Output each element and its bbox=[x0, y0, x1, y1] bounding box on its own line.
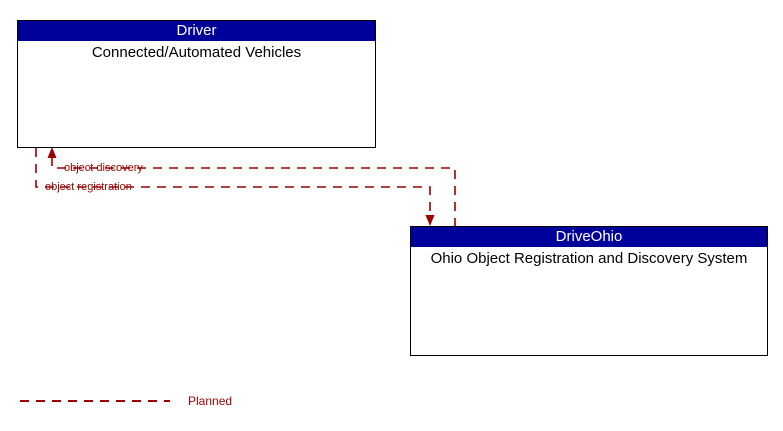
entity-stakeholder-driver: Driver bbox=[18, 21, 375, 41]
legend: Planned bbox=[20, 394, 280, 414]
entity-box-driver[interactable]: Driver Connected/Automated Vehicles bbox=[17, 20, 376, 148]
entity-box-driveohio[interactable]: DriveOhio Ohio Object Registration and D… bbox=[410, 226, 768, 356]
flow-label-object-registration: object registration bbox=[45, 181, 132, 193]
legend-label-planned: Planned bbox=[188, 394, 233, 408]
arrowhead-object-discovery-into-driver bbox=[47, 147, 57, 158]
legend-swatch-planned bbox=[20, 400, 170, 402]
flow-label-object-discovery: object discovery bbox=[64, 162, 143, 174]
entity-name-driver: Connected/Automated Vehicles bbox=[91, 44, 302, 61]
entity-stakeholder-driveohio: DriveOhio bbox=[411, 227, 767, 247]
arrowhead-object-registration-into-driveohio bbox=[425, 215, 435, 226]
entity-name-driveohio: Ohio Object Registration and Discovery S… bbox=[430, 250, 748, 267]
